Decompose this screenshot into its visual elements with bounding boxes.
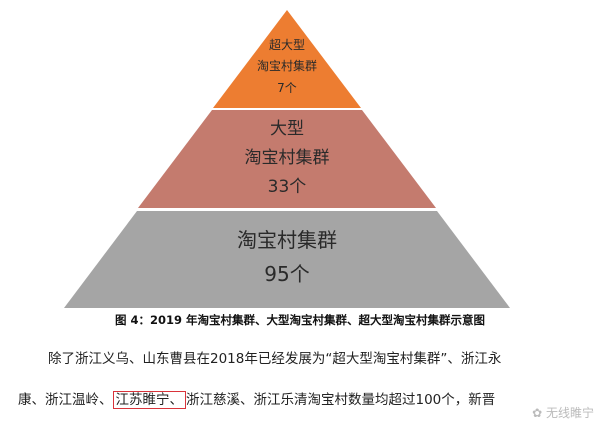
highlighted-text: 江苏睢宁、 [112,391,186,409]
watermark-text: 无线睢宁 [545,406,594,420]
watermark: ✿ 无线睢宁 [532,406,594,421]
pyramid-tier-super-large [213,10,361,108]
tier-top-line1: 超大型 [268,38,305,52]
tier-bottom-line1: 淘宝村集群 [237,228,337,252]
paragraph-line-2: 康、浙江温岭、江苏睢宁、浙江慈溪、浙江乐清淘宝村数量均超过100个，新晋 [18,391,495,409]
tier-middle-line1: 大型 [270,119,304,139]
text-after-highlight: 浙江慈溪、浙江乐清淘宝村数量均超过100个，新晋 [186,392,496,408]
text-before-highlight: 康、浙江温岭、 [18,392,113,408]
paragraph-line-1: 除了浙江义乌、山东曹县在2018年已经发展为“超大型淘宝村集群”、浙江永 [48,351,502,367]
tier-bottom-count: 95个 [264,262,310,286]
tier-middle-count: 33个 [267,177,307,197]
tier-top-line2: 淘宝村集群 [256,59,317,73]
figure-caption: 图 4：2019 年淘宝村集群、大型淘宝村集群、超大型淘宝村集群示意图 [114,313,485,327]
tier-middle-line2: 淘宝村集群 [244,148,330,168]
pyramid-tier-cluster [64,211,510,308]
tier-top-count: 7个 [277,81,297,95]
pyramid-tier-large [138,110,436,208]
wechat-icon: ✿ [532,406,546,420]
